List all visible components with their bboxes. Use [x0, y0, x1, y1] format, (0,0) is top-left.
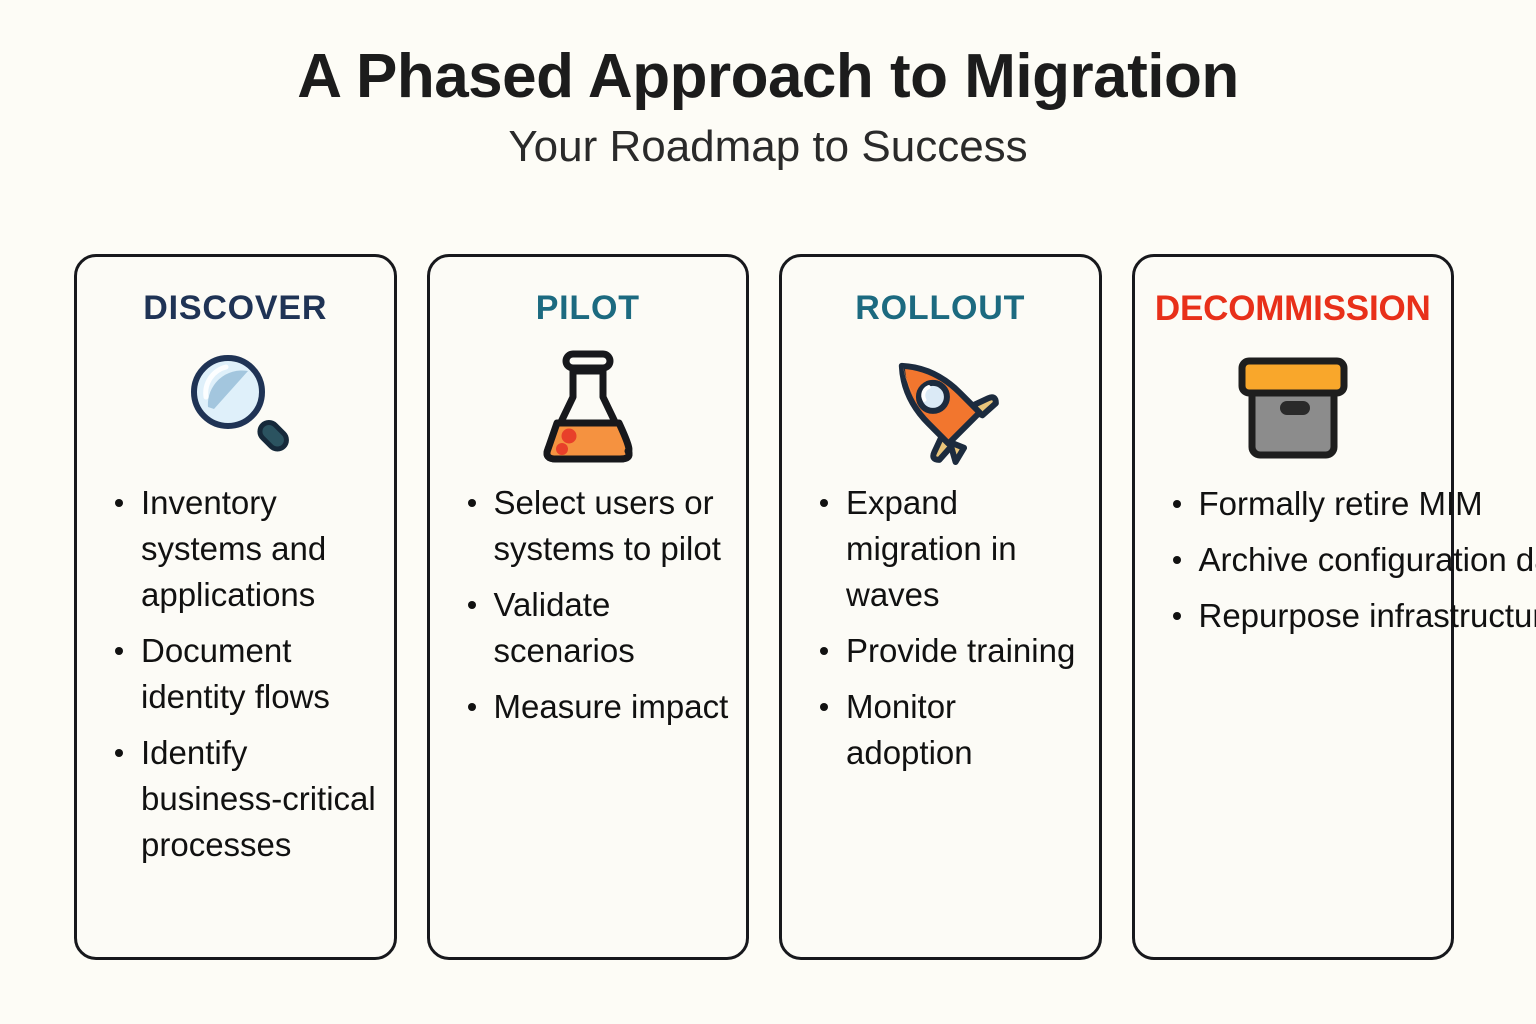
- phase-card-row: DISCOVER Inventory systems and applicati…: [74, 254, 1536, 960]
- list-item: Measure impact: [466, 684, 737, 730]
- phase-card-pilot[interactable]: PILOT Select users or systems to pilot V…: [426, 254, 749, 960]
- phase-card-heading-discover: DISCOVER: [143, 289, 328, 327]
- phase-card-heading-pilot: PILOT: [535, 289, 640, 327]
- phase-card-heading-decommission: DECOMMISSION: [1154, 289, 1431, 328]
- list-item: Formally retire MIM: [1171, 481, 1483, 527]
- list-item: Validate scenarios: [466, 582, 737, 674]
- header: A Phased Approach to Migration Your Road…: [0, 0, 1536, 171]
- rocket-icon: [782, 334, 1099, 474]
- list-item: Expand migration in waves: [818, 480, 1089, 618]
- flask-icon: [430, 334, 747, 474]
- list-item: Identify business-critical processes: [113, 730, 384, 868]
- page-title: A Phased Approach to Migration: [297, 42, 1239, 111]
- page-subtitle: Your Roadmap to Success: [508, 122, 1028, 172]
- list-item: Archive configuration data: [1171, 537, 1536, 583]
- phase-bullet-list-pilot: Select users or systems to pilot Validat…: [430, 480, 747, 730]
- phase-card-decommission[interactable]: DECOMMISSION Formally retire MIM Archive…: [1131, 254, 1536, 960]
- list-item: Repurpose infrastructurre: [1171, 593, 1536, 639]
- list-item: Inventory systems and applications: [113, 480, 384, 618]
- list-item: Provide training: [818, 628, 1089, 674]
- phase-bullet-list-rollout: Expand migration in waves Provide traini…: [782, 480, 1099, 776]
- phase-card-heading-rollout: ROLLOUT: [855, 289, 1026, 327]
- phase-bullet-list-decommission: Formally retire MIM Archive configuratio…: [1135, 481, 1536, 639]
- phase-card-rollout[interactable]: ROLLOUT Expand migration in waves Provid…: [779, 254, 1102, 960]
- list-item: Select users or systems to pilot: [466, 480, 737, 572]
- magnifying-glass-icon: [77, 334, 394, 474]
- phase-bullet-list-discover: Inventory systems and applications Docum…: [77, 480, 394, 868]
- list-item: Monitor adoption: [818, 684, 1089, 776]
- archive-box-icon: [1135, 335, 1452, 475]
- phase-card-discover[interactable]: DISCOVER Inventory systems and applicati…: [74, 254, 397, 960]
- list-item: Document identity flows: [113, 628, 384, 720]
